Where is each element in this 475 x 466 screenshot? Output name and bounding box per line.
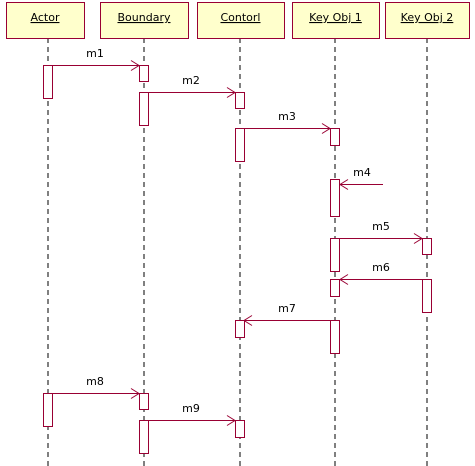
message-label: m9 (182, 402, 200, 415)
message-label: m5 (372, 220, 390, 233)
object-box-key1 (292, 2, 380, 39)
activation-bar (422, 279, 432, 313)
arrowhead-icon (130, 388, 140, 399)
message-label: m1 (86, 47, 104, 60)
object-label-actor: Actor (31, 11, 60, 24)
message-label: m7 (278, 302, 296, 315)
object-label-key1: Key Obj 1 (309, 11, 362, 24)
activation-bar (43, 65, 53, 99)
object-box-control (197, 2, 285, 39)
activation-bar (235, 128, 245, 162)
activation-bar (422, 238, 432, 255)
arrowhead-icon (130, 60, 140, 71)
message-label: m4 (353, 166, 371, 179)
object-box-actor (6, 2, 85, 39)
activation-bar (330, 128, 340, 146)
arrowhead-icon (339, 274, 349, 285)
activation-bar (139, 65, 149, 82)
activation-bar (139, 393, 149, 410)
message-label: m2 (182, 74, 200, 87)
activation-bar (139, 420, 149, 454)
arrowhead-icon (413, 233, 423, 244)
object-label-control: Contorl (220, 11, 260, 24)
arrowhead-icon (226, 87, 236, 98)
activation-bar (235, 420, 245, 438)
object-label-key2: Key Obj 2 (401, 11, 454, 24)
object-box-key2 (385, 2, 470, 39)
arrowhead-icon (226, 415, 236, 426)
message-label: m6 (372, 261, 390, 274)
message-label: m8 (86, 375, 104, 388)
activation-bar (235, 320, 245, 338)
message-label: m3 (278, 110, 296, 123)
arrowhead-icon (321, 123, 331, 134)
activation-bar (235, 92, 245, 109)
activation-bar (139, 92, 149, 126)
activation-bar (330, 179, 340, 217)
object-label-boundary: Boundary (118, 11, 171, 24)
activation-bar (330, 320, 340, 354)
object-box-boundary (100, 2, 189, 39)
activation-bar (330, 279, 340, 297)
arrowhead-icon (243, 315, 253, 326)
arrowhead-icon (339, 179, 349, 190)
activation-bar (330, 238, 340, 272)
activation-bar (43, 393, 53, 427)
